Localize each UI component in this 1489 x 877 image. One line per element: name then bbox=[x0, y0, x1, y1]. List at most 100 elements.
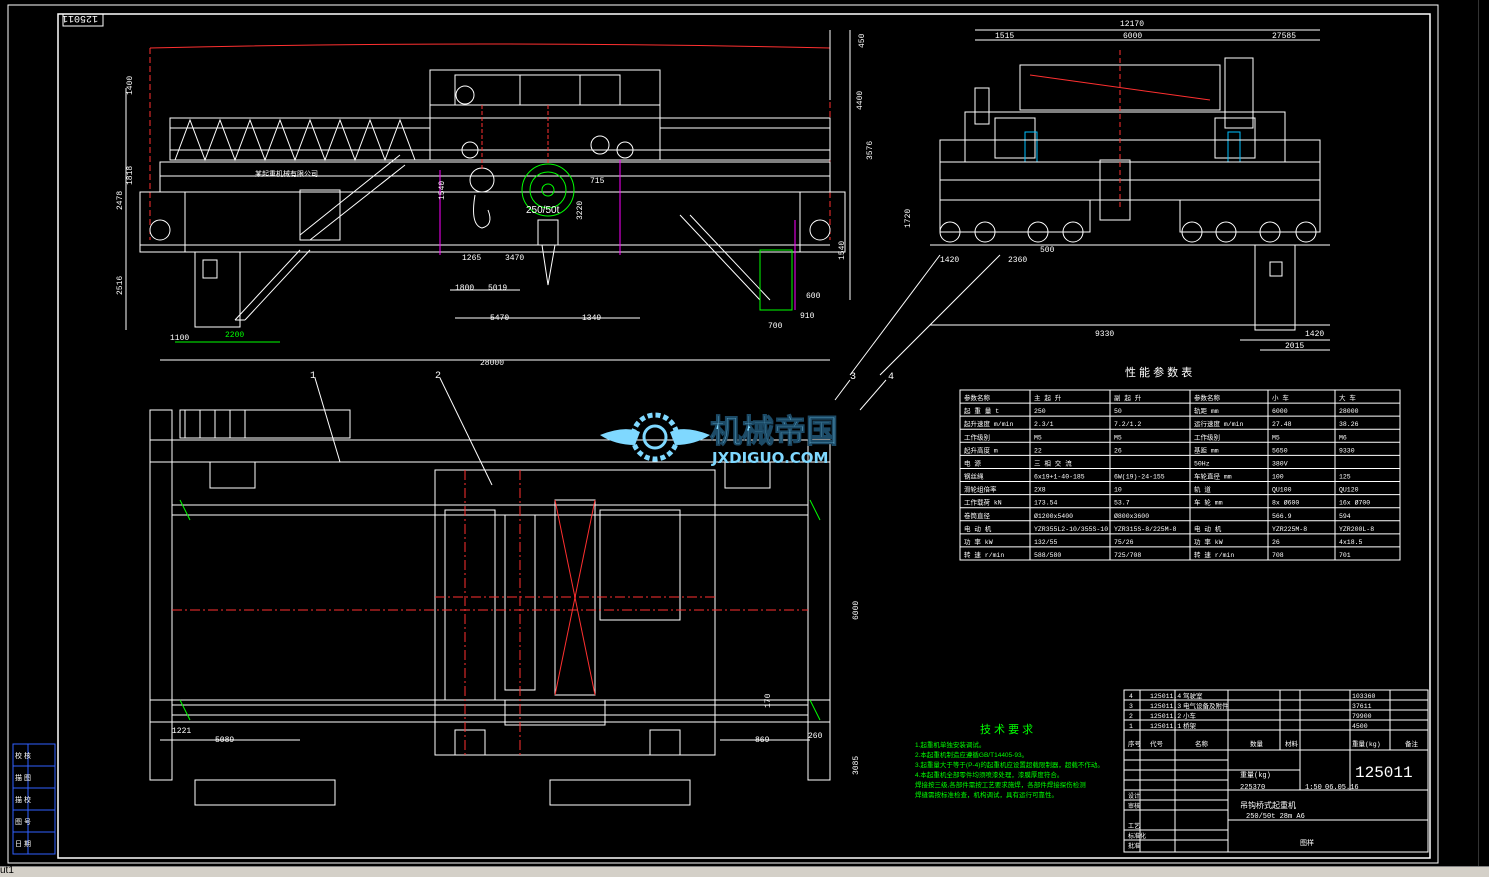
dim-1265: 1265 bbox=[462, 254, 481, 263]
tech-req-line: 1.起重机单独安装调试。 bbox=[915, 740, 985, 749]
frame-tag-box bbox=[62, 13, 104, 27]
layout-tab[interactable]: ut1 bbox=[0, 865, 14, 876]
perf-cell: M5 bbox=[1034, 434, 1042, 441]
dim-1720: 1720 bbox=[904, 209, 913, 228]
dim-2516: 2516 bbox=[116, 276, 125, 295]
bom-cell: 驾驶室 bbox=[1183, 691, 1203, 700]
tb-check: 审核 bbox=[1128, 802, 1140, 810]
perf-cell: 2.3/1 bbox=[1034, 421, 1054, 428]
perf-cell: M5 bbox=[1114, 434, 1122, 441]
vertical-scrollbar[interactable] bbox=[1478, 0, 1489, 866]
dim-600: 600 bbox=[806, 292, 821, 301]
callout-4: 4 bbox=[888, 372, 894, 383]
tech-req-line: 4.本起重机全部零件均须喷漆处理，漆膜厚度符合。 bbox=[915, 770, 1063, 779]
perf-cell: 701 bbox=[1339, 552, 1351, 559]
perf-cell: 6000 bbox=[1272, 408, 1288, 415]
perf-cell: Ø1200x5400 bbox=[1034, 512, 1073, 520]
maker-text: 某起重机械有限公司 bbox=[255, 169, 318, 178]
perf-cell: 50Hz bbox=[1194, 460, 1210, 467]
watermark-cn: 机械帝国 bbox=[710, 412, 838, 450]
perf-cell: 26 bbox=[1272, 539, 1280, 546]
drawing-frame bbox=[57, 13, 1431, 859]
perf-cell: 钢丝绳 bbox=[964, 472, 984, 481]
perf-cell: 16x Ø700 bbox=[1339, 499, 1370, 507]
perf-cell: 10 bbox=[1114, 487, 1122, 494]
perf-cell: QU120 bbox=[1339, 487, 1359, 494]
bom-cell: 桥架 bbox=[1183, 721, 1197, 730]
bom-h-weight: 重量(kg) bbox=[1352, 740, 1381, 748]
bom-cell: 4500 bbox=[1352, 723, 1368, 730]
bom-cell: 3 bbox=[1129, 703, 1133, 710]
bom-h-name: 名称 bbox=[1195, 739, 1209, 748]
sheet-label: 图样 bbox=[1300, 838, 1314, 848]
perf-cell: 75/26 bbox=[1114, 539, 1134, 546]
perf-cell: 100 bbox=[1272, 474, 1284, 481]
perf-cell: 转 速 r/min bbox=[1194, 550, 1234, 559]
bom-cell: 125011.4 bbox=[1150, 693, 1181, 700]
perf-cell: 三 相 交 流 bbox=[1034, 458, 1072, 467]
front-elevation-view: 某起重机械有限公司 250/50t bbox=[125, 30, 851, 361]
perf-cell: 594 bbox=[1339, 513, 1351, 520]
dim-6000s: 6000 bbox=[1123, 32, 1142, 41]
perf-cell: 工作载荷 kN bbox=[964, 498, 1002, 507]
dim-1800: 1800 bbox=[455, 284, 474, 293]
perf-cell: YZR225M-8 bbox=[1272, 526, 1307, 533]
dim-700: 700 bbox=[768, 322, 783, 331]
tech-req-line: 焊接按三级,各部件需按工艺要求施焊，各部件焊接探伤检测 bbox=[915, 780, 1086, 789]
callouts bbox=[314, 377, 887, 486]
tb-approve: 批准 bbox=[1128, 842, 1140, 850]
perf-cell: 588/580 bbox=[1034, 552, 1061, 559]
watermark-en: JXDIGUO.COM bbox=[711, 449, 828, 467]
side-dims: 12170 1515 6000 27585 1420 2360 500 1720… bbox=[904, 20, 1324, 351]
bom-h-seq: 序号 bbox=[1128, 739, 1142, 748]
bom-cell: 125011.2 bbox=[1150, 713, 1181, 720]
dim-910: 910 bbox=[800, 312, 815, 321]
layout-tab-bar[interactable]: ut1 bbox=[0, 865, 1489, 877]
stamp-3: 图 号 bbox=[15, 818, 31, 826]
dim-260: 260 bbox=[808, 732, 823, 741]
perf-cell: 380V bbox=[1272, 460, 1288, 467]
tb-process: 工艺 bbox=[1128, 822, 1140, 830]
perf-cell: 725/708 bbox=[1114, 552, 1141, 559]
stamp-2: 描 校 bbox=[15, 795, 31, 804]
dim-1540: 1540 bbox=[438, 181, 447, 200]
perf-cell: M5 bbox=[1272, 434, 1280, 441]
perf-cell: 运行速度 m/min bbox=[1194, 419, 1244, 428]
tech-requirements: 技 术 要 求 1.起重机单独安装调试。2.本起重机制造应遵循GB/T14405… bbox=[915, 723, 1104, 799]
perf-cell: Ø800x3600 bbox=[1114, 512, 1149, 520]
perf-cell: 车轮直径 mm bbox=[1194, 472, 1232, 481]
perf-cell: 28000 bbox=[1339, 408, 1359, 415]
stamp-4: 日 期 bbox=[15, 840, 31, 848]
title-block-text: 序号 代号 名称 数量 材料 重量(kg) 备注 重量(kg) 225370 1… bbox=[1128, 739, 1419, 850]
dim-869: 869 bbox=[755, 736, 770, 745]
tech-req-title: 技 术 要 求 bbox=[980, 723, 1033, 736]
dim-4400: 4400 bbox=[856, 91, 865, 110]
dim-2200: 2200 bbox=[225, 331, 244, 340]
perf-cell: 132/55 bbox=[1034, 539, 1058, 546]
date-value: 06.05.16 bbox=[1325, 784, 1359, 792]
perf-cell: 6x19+1-40-185 bbox=[1034, 474, 1085, 481]
bom-h-note: 备注 bbox=[1405, 739, 1419, 748]
weight-value: 225370 bbox=[1240, 784, 1265, 792]
perf-cell: 173.54 bbox=[1034, 500, 1058, 507]
dim-1420a: 1420 bbox=[940, 256, 959, 265]
dim-9330: 9330 bbox=[1095, 330, 1114, 339]
dim-12170: 12170 bbox=[1120, 20, 1144, 29]
perf-header: 参数名称 bbox=[1194, 393, 1221, 402]
front-dims: 450 4400 3576 1400 2478 1818 2516 1540 3… bbox=[116, 33, 875, 368]
bom-cell: 37611 bbox=[1352, 703, 1372, 710]
dim-1349: 1349 bbox=[582, 314, 601, 323]
bom-cell: 1 bbox=[1129, 723, 1133, 730]
perf-cell: 6W(19)-24-155 bbox=[1114, 474, 1165, 481]
perf-cell: 工作级别 bbox=[964, 432, 990, 441]
perf-header: 主 起 升 bbox=[1034, 393, 1062, 402]
weight-label: 重量(kg) bbox=[1240, 771, 1271, 780]
dim-1100: 1100 bbox=[170, 334, 189, 343]
stamp-0: 校 核 bbox=[15, 751, 31, 760]
stamp-1: 描 图 bbox=[15, 773, 31, 782]
perf-cell: 53.7 bbox=[1114, 500, 1130, 507]
perf-cell: 电 动 机 bbox=[1194, 524, 1222, 533]
perf-cell: 起 重 量 t bbox=[964, 407, 999, 415]
